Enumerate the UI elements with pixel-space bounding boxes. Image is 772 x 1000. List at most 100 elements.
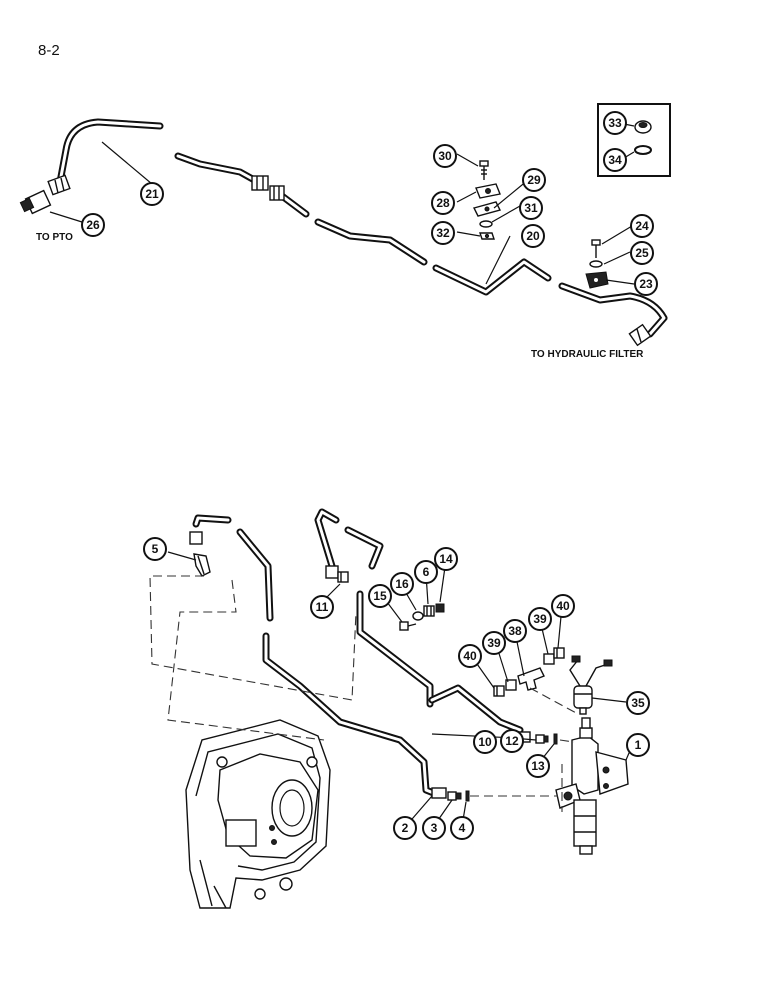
adapter-3 bbox=[447, 791, 462, 801]
svg-text:5: 5 bbox=[152, 542, 159, 556]
svg-text:13: 13 bbox=[531, 759, 545, 773]
callout-14: 14 bbox=[434, 547, 458, 571]
svg-text:20: 20 bbox=[526, 229, 540, 243]
callout-40-left: 40 bbox=[458, 644, 482, 668]
svg-text:35: 35 bbox=[631, 696, 645, 710]
svg-text:39: 39 bbox=[533, 612, 547, 626]
clamp-23 bbox=[585, 271, 609, 289]
callout-12: 12 bbox=[500, 729, 524, 753]
svg-text:34: 34 bbox=[608, 153, 622, 167]
svg-text:28: 28 bbox=[436, 196, 450, 210]
bolt-15 bbox=[399, 621, 417, 631]
svg-text:4: 4 bbox=[459, 821, 466, 835]
tube-2 bbox=[192, 514, 440, 798]
callout-2: 2 bbox=[393, 816, 417, 840]
callout-6: 6 bbox=[414, 560, 438, 584]
svg-text:10: 10 bbox=[478, 735, 492, 749]
nut-fitting-tube-2-end bbox=[431, 787, 447, 799]
callout-21: 21 bbox=[140, 182, 164, 206]
to-hydraulic-filter-note: TO HYDRAULIC FILTER bbox=[531, 349, 644, 360]
svg-text:15: 15 bbox=[373, 589, 387, 603]
washer-25 bbox=[589, 260, 603, 268]
svg-text:26: 26 bbox=[86, 218, 100, 232]
callout-25: 25 bbox=[630, 241, 654, 265]
callout-31: 31 bbox=[519, 196, 543, 220]
svg-text:25: 25 bbox=[635, 246, 649, 260]
nut-fitting-tube-2-top bbox=[189, 531, 203, 545]
svg-text:30: 30 bbox=[438, 149, 452, 163]
nut-14 bbox=[435, 603, 445, 613]
callout-30: 30 bbox=[433, 144, 457, 168]
callout-38: 38 bbox=[503, 619, 527, 643]
svg-text:33: 33 bbox=[608, 116, 622, 130]
page-number: 8-2 bbox=[38, 42, 60, 59]
callout-3: 3 bbox=[422, 816, 446, 840]
svg-text:6: 6 bbox=[423, 565, 430, 579]
control-valve-1 bbox=[555, 717, 629, 855]
callout-40-right: 40 bbox=[551, 594, 575, 618]
adapter-12 bbox=[535, 734, 549, 744]
nut-fitting-21 bbox=[47, 174, 71, 196]
callout-39-right: 39 bbox=[528, 607, 552, 631]
svg-text:1: 1 bbox=[635, 738, 642, 752]
svg-text:39: 39 bbox=[487, 636, 501, 650]
tube-21 bbox=[56, 118, 262, 186]
clamp-29 bbox=[472, 201, 502, 217]
svg-text:3: 3 bbox=[431, 821, 438, 835]
svg-text:38: 38 bbox=[508, 624, 522, 638]
callout-33: 33 bbox=[603, 111, 627, 135]
callout-35: 35 bbox=[626, 691, 650, 715]
svg-text:23: 23 bbox=[639, 277, 653, 291]
callout-23: 23 bbox=[634, 272, 658, 296]
svg-text:24: 24 bbox=[635, 219, 649, 233]
callout-24: 24 bbox=[630, 214, 654, 238]
o-ring-4 bbox=[465, 790, 470, 802]
callout-28: 28 bbox=[431, 191, 455, 215]
callout-34: 34 bbox=[603, 148, 627, 172]
svg-text:31: 31 bbox=[524, 201, 538, 215]
elbow-fitting-26 bbox=[19, 189, 52, 215]
callout-20: 20 bbox=[521, 224, 545, 248]
callout-16: 16 bbox=[390, 572, 414, 596]
svg-text:29: 29 bbox=[527, 173, 541, 187]
callout-29: 29 bbox=[522, 168, 546, 192]
callout-26: 26 bbox=[81, 213, 105, 237]
callout-4: 4 bbox=[450, 816, 474, 840]
bolt-30 bbox=[479, 160, 489, 180]
svg-text:16: 16 bbox=[395, 577, 409, 591]
nut-fitting-filter bbox=[628, 323, 652, 347]
svg-text:40: 40 bbox=[463, 649, 477, 663]
o-ring-34 bbox=[634, 145, 652, 155]
callout-11: 11 bbox=[310, 595, 334, 619]
nut-39-left bbox=[505, 679, 517, 691]
svg-text:21: 21 bbox=[145, 187, 159, 201]
callout-32: 32 bbox=[431, 221, 455, 245]
plug-33 bbox=[634, 120, 652, 134]
fitting-40-right bbox=[553, 647, 565, 659]
nut-32 bbox=[479, 232, 495, 240]
svg-text:14: 14 bbox=[439, 552, 453, 566]
fitting-11 bbox=[325, 565, 349, 583]
pressure-switch-35 bbox=[569, 655, 613, 715]
nut-39-right bbox=[543, 653, 555, 665]
washer-16 bbox=[412, 611, 424, 621]
svg-text:2: 2 bbox=[402, 821, 409, 835]
svg-text:11: 11 bbox=[316, 600, 329, 614]
callout-13: 13 bbox=[526, 754, 550, 778]
callout-15: 15 bbox=[368, 584, 392, 608]
tube-10 bbox=[314, 508, 524, 734]
clamp-28 bbox=[475, 183, 501, 199]
callout-10: 10 bbox=[473, 730, 497, 754]
elbow-fitting-5 bbox=[193, 553, 211, 577]
to-pto-note: TO PTO bbox=[36, 232, 73, 243]
o-ring-13 bbox=[553, 733, 558, 745]
nut-fitting-center bbox=[251, 175, 285, 201]
fitting-40-left bbox=[493, 685, 505, 697]
svg-text:40: 40 bbox=[556, 599, 570, 613]
transmission-housing bbox=[185, 719, 331, 909]
svg-text:12: 12 bbox=[505, 734, 519, 748]
svg-text:32: 32 bbox=[436, 226, 450, 240]
callout-1: 1 bbox=[626, 733, 650, 757]
